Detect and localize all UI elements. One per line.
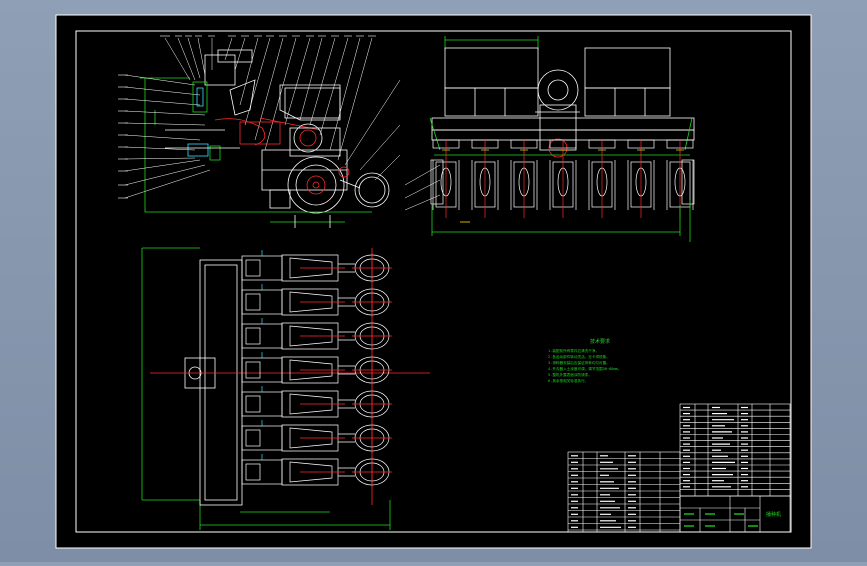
side-view [118,35,401,228]
drawing-title: 播种机 [766,511,781,518]
drawing-frame [75,30,792,533]
top-unit-block [245,463,261,481]
front-wheel [681,159,695,205]
top-unit-block [245,361,261,379]
top-unit-hopper-inner [289,325,333,347]
front-row-unit [510,139,538,218]
tech-req-line: 4.开沟器入土深度可调，调节范围30~80mm。 [548,366,621,371]
top-unit-hopper-inner [289,291,333,313]
parts-list-upper [679,403,791,497]
front-row-unit [588,139,616,218]
top-unit-block [245,327,261,345]
top-unit-block [245,259,261,277]
top-row-unit [241,386,392,419]
front-row-unit [666,139,694,218]
top-row-unit [241,284,392,317]
front-view [404,36,695,242]
top-unit-block [245,395,261,413]
top-row-unit [241,318,392,351]
drawing-sheet [55,14,812,549]
top-unit-hopper [281,288,339,316]
top-unit-hopper-inner [289,427,333,449]
top-view [141,247,430,530]
tech-req-line: 3.排种器安装后应保证排种均匀可靠。 [548,360,610,365]
front-row-unit [432,139,460,218]
front-row-unit [549,139,577,218]
top-unit-hopper [281,356,339,384]
top-unit-hopper [281,322,339,350]
top-unit-block [245,293,261,311]
top-unit-hopper [281,458,339,486]
top-unit-hopper [281,424,339,452]
tech-req-line: 5.整机外露表面涂防锈漆。 [548,372,592,377]
front-wheel [430,159,444,205]
tech-req-line: 1.装配前所有零件应清洗干净。 [548,348,599,353]
top-row-unit [241,420,392,453]
parts-list-lower [567,451,681,533]
front-row-unit [627,139,655,218]
front-row-unit [471,139,499,218]
top-row-unit [241,454,392,487]
top-unit-hopper-inner [289,393,333,415]
tech-req-line: 2.各运动部件转动灵活，无卡滞现象。 [548,354,610,359]
title-block: 播种机 [679,495,791,533]
top-unit-hopper-inner [289,359,333,381]
top-unit-hopper-inner [289,257,333,279]
top-row-unit [241,352,392,385]
top-unit-block [245,429,261,447]
tech-req-heading: 技术要求 [590,338,610,345]
top-unit-hopper-inner [289,461,333,483]
top-unit-hopper [281,390,339,418]
top-row-unit [241,250,392,283]
tech-req-line: 6.其余按相关标准执行。 [548,378,588,383]
top-unit-hopper [281,254,339,282]
technical-requirements: 技术要求 1.装配前所有零件应清洗干净。 2.各运动部件转动灵活，无卡滞现象。 … [548,338,621,383]
